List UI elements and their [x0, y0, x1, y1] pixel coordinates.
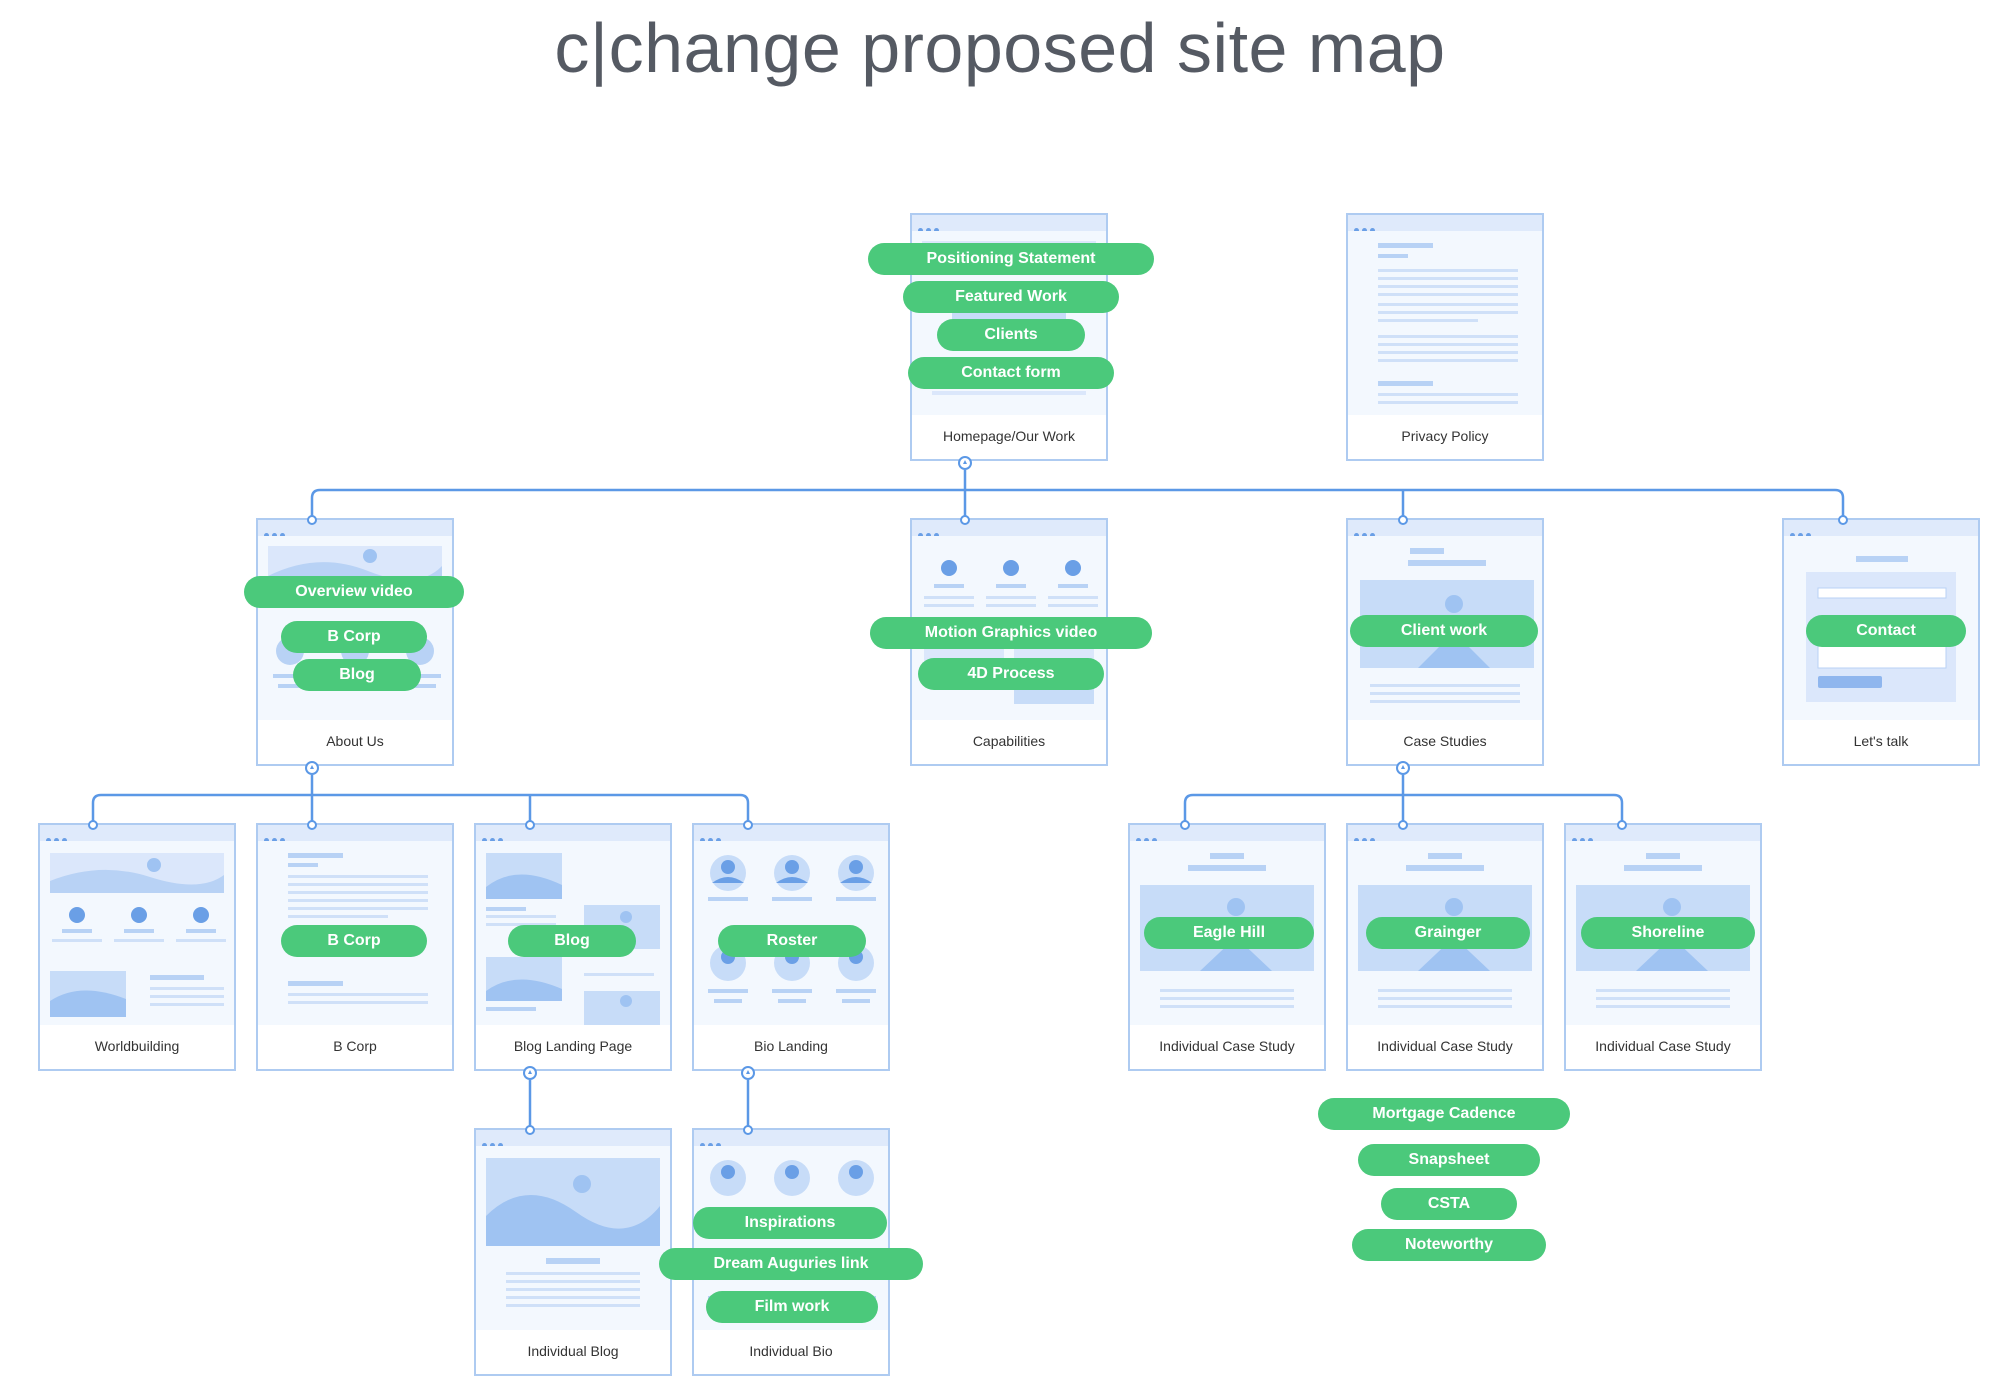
- page-label: Privacy Policy: [1401, 428, 1489, 444]
- connector-port: [307, 820, 317, 830]
- window-bar: [912, 215, 1106, 233]
- window-bar: [1348, 825, 1542, 843]
- tag-clients[interactable]: Clients: [937, 319, 1085, 351]
- tag-film-work[interactable]: Film work: [706, 1291, 878, 1323]
- connector-port: [743, 1125, 753, 1135]
- page-individual-blog[interactable]: Individual Blog: [474, 1128, 672, 1376]
- diagram-title: c|change proposed site map: [554, 9, 1446, 87]
- window-bar: [1348, 520, 1542, 538]
- wireframe-body: [40, 841, 234, 1025]
- page-label: Homepage/Our Work: [942, 428, 1075, 444]
- connector-port: [743, 820, 753, 830]
- window-bar: [1130, 825, 1324, 843]
- window-bar: [694, 825, 888, 843]
- connector-port: [1398, 515, 1408, 525]
- window-bar: [1784, 520, 1978, 538]
- tag-noteworthy[interactable]: Noteworthy: [1352, 1229, 1546, 1261]
- window-bar: [258, 825, 452, 843]
- tag-contact[interactable]: Contact: [1806, 615, 1966, 647]
- window-bar: [1566, 825, 1760, 843]
- window-bar: [258, 520, 452, 538]
- tag-blog[interactable]: Blog: [508, 925, 636, 957]
- tag-client-work[interactable]: Client work: [1350, 615, 1538, 647]
- connector-port: [1838, 515, 1848, 525]
- tag-contact-form[interactable]: Contact form: [908, 357, 1114, 389]
- tag-snapsheet[interactable]: Snapsheet: [1358, 1144, 1540, 1176]
- wireframe-illustration: [50, 853, 226, 1017]
- window-bar: [694, 1130, 888, 1148]
- tag-4d-process[interactable]: 4D Process: [918, 658, 1104, 690]
- wireframe-illustration: [708, 1160, 876, 1300]
- wireframe-text-lines: [288, 853, 428, 1004]
- expand-toggle-about-us[interactable]: [305, 761, 319, 775]
- page-label: About Us: [326, 733, 384, 749]
- page-label: Worldbuilding: [94, 1038, 180, 1054]
- tag-mortgage-cadence[interactable]: Mortgage Cadence: [1318, 1098, 1570, 1130]
- connector-port: [525, 1125, 535, 1135]
- tag-blog[interactable]: Blog: [293, 659, 421, 691]
- page-label: Bio Landing: [754, 1038, 828, 1054]
- connector-port: [307, 515, 317, 525]
- connector-case-children: [1183, 775, 1624, 825]
- connector-port: [1617, 820, 1627, 830]
- connector-port: [1398, 820, 1408, 830]
- wireframe-text-lines: [1378, 243, 1518, 404]
- expand-toggle-homepage[interactable]: [958, 456, 972, 470]
- connector-port: [1180, 820, 1190, 830]
- expand-toggle-bio-landing[interactable]: [741, 1066, 755, 1080]
- connector-port: [960, 515, 970, 525]
- tag-b-corp[interactable]: B Corp: [281, 925, 427, 957]
- connector-home-children: [310, 470, 1845, 520]
- page-worldbuilding[interactable]: Worldbuilding: [38, 823, 236, 1071]
- connector-port: [525, 820, 535, 830]
- wireframe-body: [476, 1146, 670, 1330]
- tag-positioning-statement[interactable]: Positioning Statement: [868, 243, 1154, 275]
- tag-dream-auguries-link[interactable]: Dream Auguries link: [659, 1248, 923, 1280]
- page-label: Individual Case Study: [1159, 1038, 1295, 1054]
- tag-motion-graphics-video[interactable]: Motion Graphics video: [870, 617, 1152, 649]
- page-privacy-policy[interactable]: Privacy Policy: [1346, 213, 1544, 461]
- tag-shoreline[interactable]: Shoreline: [1581, 917, 1755, 949]
- connector-port: [88, 820, 98, 830]
- window-bar: [1348, 215, 1542, 233]
- wireframe-illustration: [486, 853, 660, 1025]
- page-label: Individual Blog: [527, 1343, 619, 1359]
- wireframe-illustration: [708, 855, 876, 1003]
- page-label: Capabilities: [972, 733, 1046, 749]
- tag-featured-work[interactable]: Featured Work: [903, 281, 1119, 313]
- page-label: Individual Case Study: [1377, 1038, 1513, 1054]
- page-label: Individual Case Study: [1595, 1038, 1731, 1054]
- page-label: Let's talk: [1853, 733, 1909, 749]
- wireframe-illustration: [486, 1158, 660, 1307]
- expand-toggle-case-studies[interactable]: [1396, 761, 1410, 775]
- tag-inspirations[interactable]: Inspirations: [693, 1207, 887, 1239]
- page-label: Blog Landing Page: [513, 1038, 633, 1054]
- tag-grainger[interactable]: Grainger: [1366, 917, 1530, 949]
- wireframe-body: [1348, 231, 1542, 415]
- tag-b-corp[interactable]: B Corp: [281, 621, 427, 653]
- window-bar: [912, 520, 1106, 538]
- window-bar: [40, 825, 234, 843]
- tag-roster[interactable]: Roster: [718, 925, 866, 957]
- window-bar: [476, 1130, 670, 1148]
- tag-csta[interactable]: CSTA: [1381, 1188, 1517, 1220]
- wireframe-body: [476, 841, 670, 1025]
- connector-about-children: [91, 775, 750, 825]
- page-label: B Corp: [333, 1038, 377, 1054]
- page-label: Case Studies: [1403, 733, 1487, 749]
- expand-toggle-blog-landing[interactable]: [523, 1066, 537, 1080]
- window-bar: [476, 825, 670, 843]
- tag-eagle-hill[interactable]: Eagle Hill: [1144, 917, 1314, 949]
- page-label: Individual Bio: [749, 1343, 833, 1359]
- tag-overview-video[interactable]: Overview video: [244, 576, 464, 608]
